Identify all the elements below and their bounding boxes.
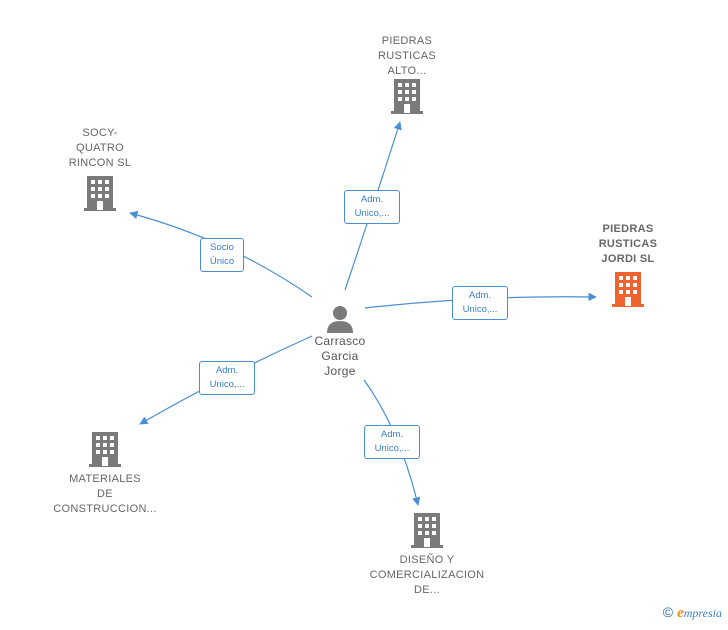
relation-role-line-2: Unico,...: [209, 379, 245, 390]
relation-label-adm-unico-piedras-alto[interactable]: Adm. Unico,...: [344, 190, 400, 224]
relation-role-line-1: Adm.: [380, 429, 404, 440]
brand-logo-e: e: [677, 605, 684, 621]
building-icon: [89, 432, 121, 467]
company-name-line-2: DE: [97, 488, 113, 500]
building-icon: [391, 79, 423, 114]
building-icon-highlighted: [612, 272, 644, 307]
company-name-line-3: JORDI SL: [601, 253, 655, 265]
relation-role-line-2: Único: [209, 256, 235, 267]
company-node-socy-quatro-rincon[interactable]: SOCY- QUATRO RINCON SL: [50, 126, 150, 212]
relation-label-adm-unico-diseno[interactable]: Adm. Unico,...: [364, 425, 420, 459]
person-node-carrasco-garcia-jorge[interactable]: Carrasco Garcia Jorge: [302, 304, 378, 379]
company-name-line-1: MATERIALES: [69, 473, 141, 485]
company-name-line-3: DE...: [414, 584, 440, 596]
relation-role-line-2: Unico,...: [374, 443, 410, 454]
person-name-line-2: Garcia: [321, 349, 359, 363]
company-name-line-1: DISEÑO Y: [399, 554, 455, 566]
company-node-piedras-rusticas-jordi[interactable]: PIEDRAS RUSTICAS JORDI SL: [578, 222, 678, 308]
person-name-line-3: Jorge: [324, 364, 356, 378]
relation-role-line-2: Unico,...: [462, 304, 498, 315]
company-name-line-1: PIEDRAS: [381, 35, 433, 47]
relation-role-line-1: Socio: [210, 242, 234, 253]
relation-label-adm-unico-piedras-jordi[interactable]: Adm. Unico,...: [452, 286, 508, 320]
company-name-line-3: ALTO...: [387, 65, 427, 77]
relation-role-line-2: Unico,...: [354, 208, 390, 219]
brand-footer: ©empresia: [663, 604, 722, 622]
relation-role-line-1: Adm.: [468, 290, 492, 301]
building-icon: [411, 513, 443, 548]
company-name-line-1: SOCY-: [82, 127, 118, 139]
company-name-line-2: COMERCIALIZACION: [369, 569, 485, 581]
company-name-line-2: QUATRO: [75, 142, 125, 154]
relation-label-socio-unico-socy[interactable]: Socio Único: [200, 238, 244, 272]
company-node-materiales-de-construccion[interactable]: MATERIALES DE CONSTRUCCION...: [45, 432, 165, 517]
company-node-diseno-y-comercializacion[interactable]: DISEÑO Y COMERCIALIZACION DE...: [362, 513, 492, 598]
company-name-line-3: CONSTRUCCION...: [53, 503, 157, 515]
relation-role-line-1: Adm.: [360, 194, 384, 205]
copyright-symbol: ©: [662, 604, 674, 620]
relation-role-line-1: Adm.: [215, 365, 239, 376]
company-name-line-3: RINCON SL: [68, 157, 132, 169]
person-name-line-1: Carrasco: [314, 334, 366, 348]
company-name-line-2: RUSTICAS: [377, 50, 437, 62]
person-icon: [327, 306, 353, 333]
company-name-line-2: RUSTICAS: [598, 238, 658, 250]
building-icon: [84, 176, 116, 211]
relation-label-adm-unico-materiales[interactable]: Adm. Unico,...: [199, 361, 255, 395]
company-node-piedras-rusticas-alto[interactable]: PIEDRAS RUSTICAS ALTO...: [357, 34, 457, 115]
brand-logo-text: mpresia: [683, 606, 722, 620]
company-name-line-1: PIEDRAS: [602, 223, 654, 235]
